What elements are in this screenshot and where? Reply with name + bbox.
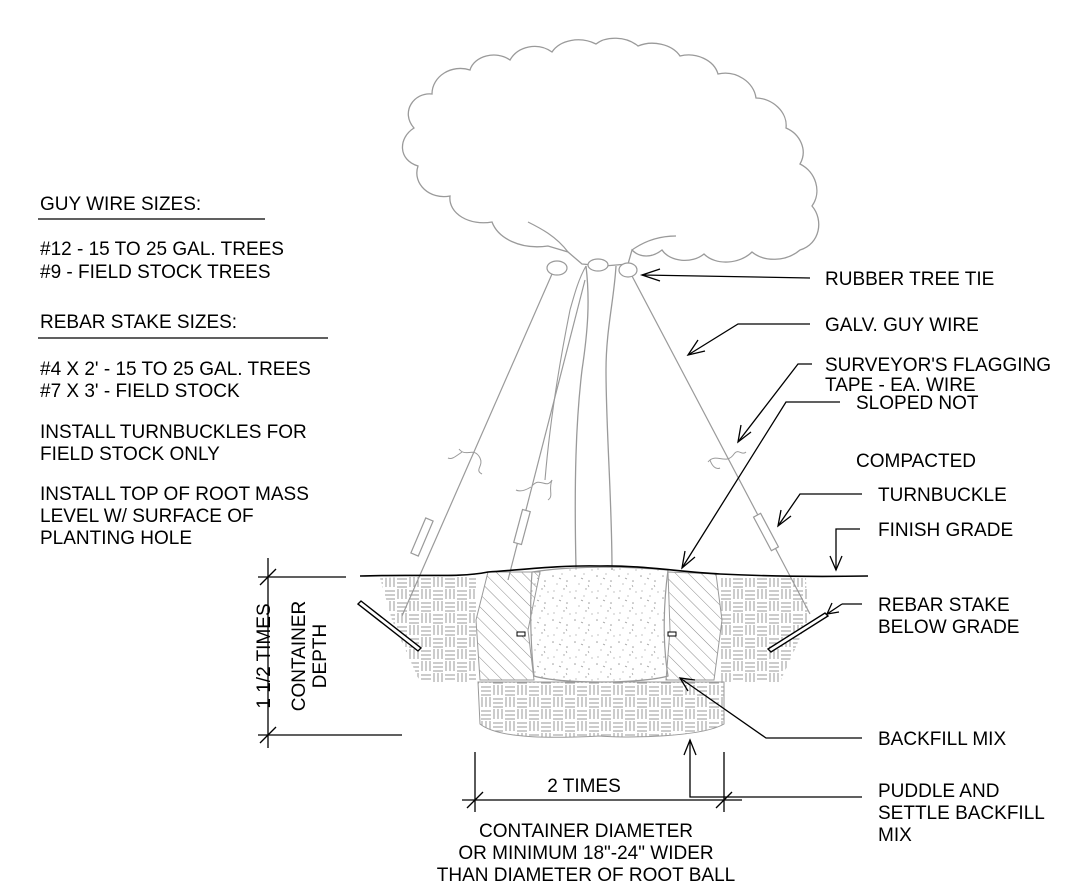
- label-puddle-line-1: PUDDLE AND: [878, 781, 999, 802]
- label-rebar-line-2: BELOW GRADE: [878, 617, 1019, 638]
- width-times-label: 2 TIMES: [547, 776, 621, 797]
- turnbuckle-note-line-2: FIELD STOCK ONLY: [40, 444, 220, 465]
- label-puddle-line-3: MIX: [878, 825, 912, 846]
- tree-canopy: [401, 37, 820, 267]
- label-sloped-line-2: COMPACTED: [856, 451, 976, 472]
- rebar-line-2: #7 X 3' - FIELD STOCK: [40, 381, 240, 402]
- rebar-heading: REBAR STAKE SIZES:: [40, 312, 237, 333]
- root-note-line-1: INSTALL TOP OF ROOT MASS: [40, 484, 309, 505]
- tree-trunk: [544, 265, 617, 571]
- flagging-tape: [447, 448, 747, 501]
- label-flagging-line-2: TAPE - EA. WIRE: [825, 375, 976, 396]
- root-ball: [530, 566, 669, 683]
- puddled-backfill-base: [477, 681, 725, 738]
- depth-label-line-1: CONTAINER: [289, 601, 310, 711]
- label-backfill-mix: BACKFILL MIX: [878, 729, 1006, 750]
- guy-wire-line-1: #12 - 15 TO 25 GAL. TREES: [40, 239, 284, 260]
- width-label-line-1: CONTAINER DIAMETER: [479, 821, 693, 842]
- guy-wire-heading: GUY WIRE SIZES:: [40, 194, 201, 215]
- guy-wire-line-2: #9 - FIELD STOCK TREES: [40, 262, 271, 283]
- callout-labels: RUBBER TREE TIE GALV. GUY WIRE SURVEYOR'…: [825, 269, 1051, 846]
- root-note-line-2: LEVEL W/ SURFACE OF: [40, 506, 254, 527]
- finish-grade-line: [359, 565, 869, 578]
- stake-markers: [516, 631, 677, 637]
- depth-label-line-2: DEPTH: [310, 624, 331, 688]
- backfill-right: [665, 571, 723, 681]
- label-sloped-line-1: SLOPED NOT: [856, 393, 979, 414]
- label-galv-guy-wire: GALV. GUY WIRE: [825, 315, 979, 336]
- label-puddle-line-2: SETTLE BACKFILL: [878, 803, 1045, 824]
- rebar-line-1: #4 X 2' - 15 TO 25 GAL. TREES: [40, 359, 311, 380]
- root-note-line-3: PLANTING HOLE: [40, 528, 192, 549]
- turnbuckles: [410, 508, 780, 557]
- rubber-tree-ties: [546, 258, 638, 278]
- width-label-line-3: THAN DIAMETER OF ROOT BALL: [437, 865, 735, 886]
- native-soil-right: [720, 578, 808, 682]
- rebar-stakes: [356, 600, 830, 653]
- label-turnbuckle: TURNBUCKLE: [878, 485, 1007, 506]
- callout-leaders: [639, 268, 862, 798]
- label-flagging-line-1: SURVEYOR'S FLAGGING: [825, 355, 1051, 376]
- guy-wires: [401, 273, 811, 617]
- label-rubber-tree-tie: RUBBER TREE TIE: [825, 269, 994, 290]
- native-soil-left: [380, 574, 476, 682]
- width-dimension: 2 TIMES CONTAINER DIAMETER OR MINIMUM 18…: [437, 752, 742, 886]
- label-finish-grade: FINISH GRADE: [878, 520, 1013, 541]
- width-label-line-2: OR MINIMUM 18"-24" WIDER: [458, 843, 713, 864]
- depth-dimension: 1 1/2 TIMES CONTAINER DEPTH: [254, 558, 402, 748]
- label-rebar-line-1: REBAR STAKE: [878, 595, 1010, 616]
- notes-block: GUY WIRE SIZES: #12 - 15 TO 25 GAL. TREE…: [38, 194, 328, 549]
- depth-times-label: 1 1/2 TIMES: [254, 603, 275, 708]
- turnbuckle-note-line-1: INSTALL TURNBUCKLES FOR: [40, 422, 307, 443]
